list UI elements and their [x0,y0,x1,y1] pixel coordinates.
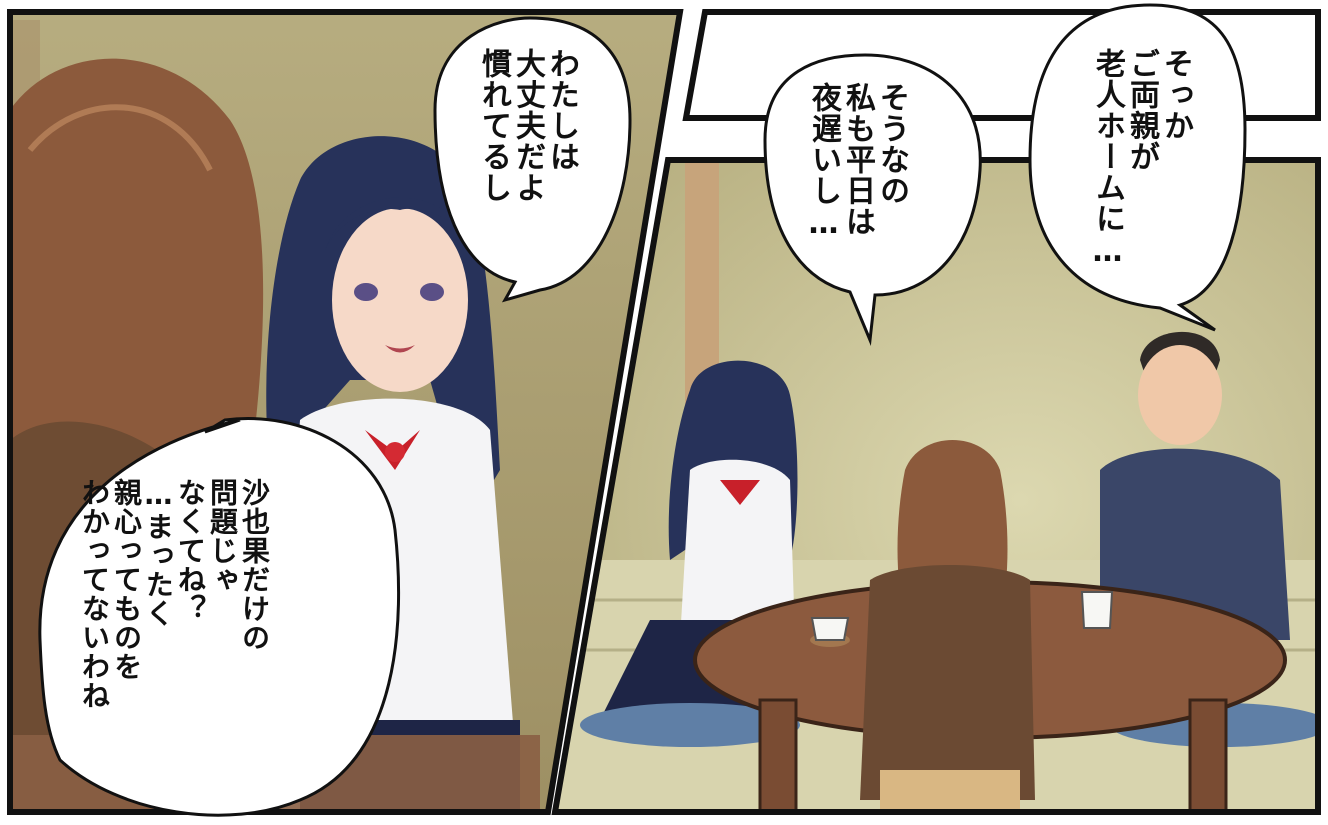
speech-bubble-right-left [763,53,982,346]
dialogue-line: 親心ってものを [110,478,143,681]
dialogue-line: なくてね？ [174,478,207,623]
bubble-text-right-left: そうなの 私も平日は 夜遅いし… [806,82,909,242]
dialogue-line: そうなの [874,82,909,206]
dialogue-line: わかってないわね [78,478,111,710]
bubble-text-right-right: そっか ご両親が 老人ホームに… [1090,48,1193,270]
dialogue-line: 沙也果だけの [238,478,271,652]
dialogue-line: 老人ホームに… [1090,48,1125,270]
speech-bubble-left-bottom [38,417,401,817]
dialogue-line: 私も平日は [840,82,875,237]
mother-back [860,440,1035,812]
speech-bubble-left-top [433,16,632,303]
dialogue-line: ご両親が [1124,48,1159,172]
dialogue-line: 問題じゃ [206,478,239,594]
dialogue-line: …まったく [142,478,175,628]
dialogue-line: 夜遅いし… [806,82,841,242]
dialogue-line: そっか [1158,48,1193,141]
dialogue-line: 慣れてるし [476,48,511,203]
dialogue-line: わたしは [544,48,579,172]
bubble-text-left-bottom: 沙也果だけの 問題じゃ なくてね？ …まったく 親心ってものを わかってないわね [78,478,271,710]
dialogue-line: 大丈夫だよ [510,48,545,203]
speech-bubble-right-right [1028,3,1247,332]
bubble-text-left-top: わたしは 大丈夫だよ 慣れてるし [476,48,579,203]
